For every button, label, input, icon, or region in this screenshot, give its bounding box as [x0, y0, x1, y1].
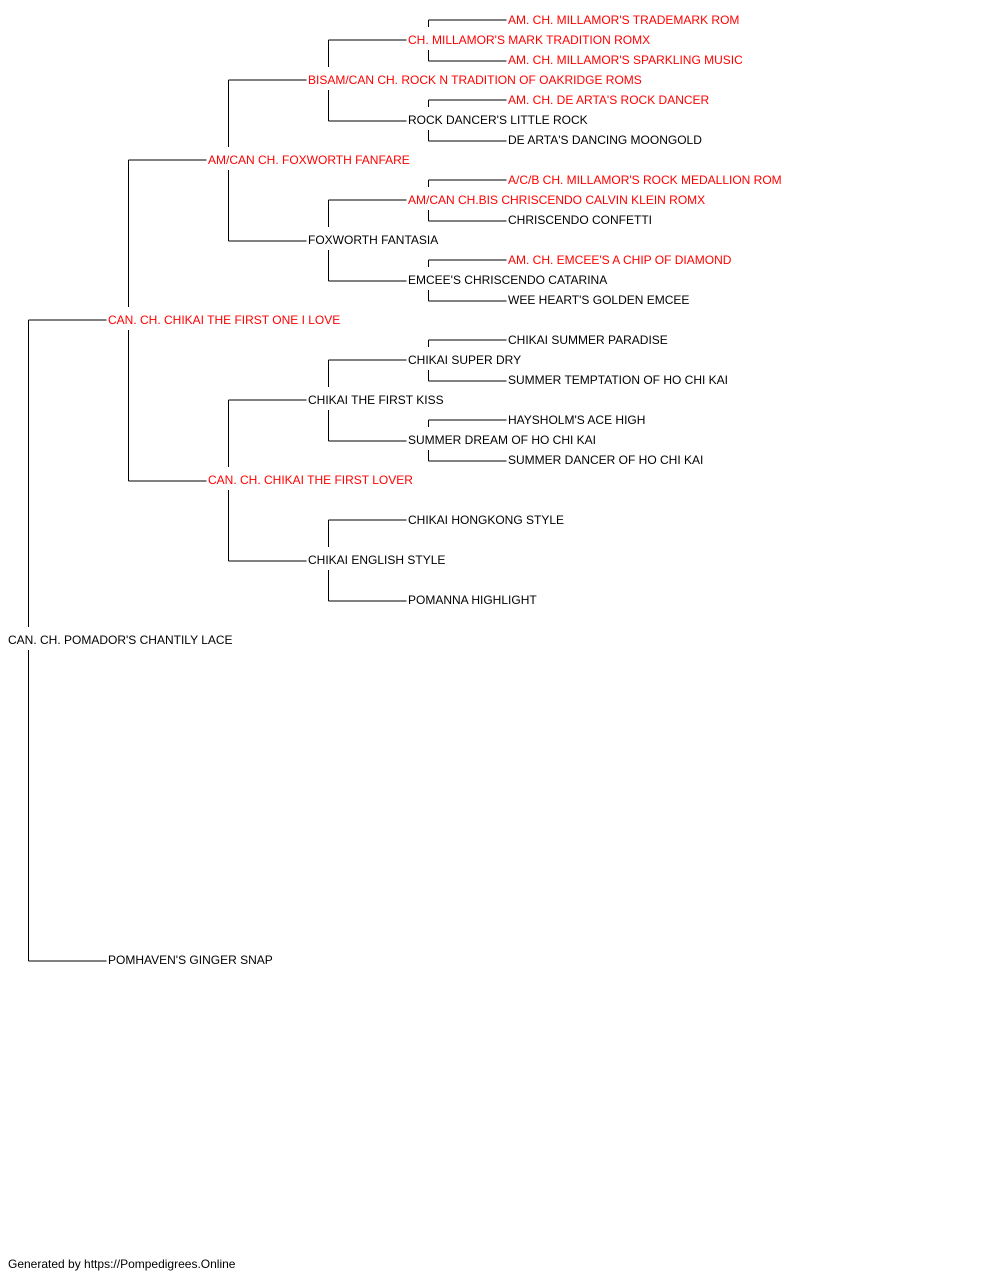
dog-name: AM/CAN CH.BIS CHRISCENDO CALVIN KLEIN RO… — [408, 193, 705, 207]
dog-name: AM. CH. EMCEE'S A CHIP OF DIAMOND — [508, 253, 732, 267]
dog-name: AM. CH. DE ARTA'S ROCK DANCER — [508, 93, 710, 107]
dog-name: CHIKAI THE FIRST KISS — [308, 393, 444, 407]
dog-name: CHIKAI ENGLISH STYLE — [308, 553, 445, 567]
dog-name: SUMMER DREAM OF HO CHI KAI — [408, 433, 596, 447]
dog-name: CHRISCENDO CONFETTI — [508, 213, 652, 227]
dog-name: CHIKAI HONGKONG STYLE — [408, 513, 564, 527]
dog-name: SUMMER DANCER OF HO CHI KAI — [508, 453, 703, 467]
pedigree-tree: CAN. CH. POMADOR'S CHANTILY LACE CAN. CH.… — [8, 13, 782, 967]
dog-name: CAN. CH. POMADOR'S CHANTILY LACE — [8, 633, 233, 647]
footer-credit: Generated by https://Pompedigrees.Online — [8, 1257, 236, 1271]
dog-name: POMANNA HIGHLIGHT — [408, 593, 537, 607]
dog-name: HAYSHOLM'S ACE HIGH — [508, 413, 645, 427]
dog-name: ROCK DANCER'S LITTLE ROCK — [408, 113, 588, 127]
dog-name: CHIKAI SUPER DRY — [408, 353, 521, 367]
dog-name: FOXWORTH FANTASIA — [308, 233, 438, 247]
dog-name: CHIKAI SUMMER PARADISE — [508, 333, 668, 347]
dog-name: DE ARTA'S DANCING MOONGOLD — [508, 133, 702, 147]
dog-name: AM/CAN CH. FOXWORTH FANFARE — [208, 153, 410, 167]
dog-name: AM. CH. MILLAMOR'S TRADEMARK ROM — [508, 13, 739, 27]
dog-name: CAN. CH. CHIKAI THE FIRST LOVER — [208, 473, 413, 487]
dog-name: WEE HEART'S GOLDEN EMCEE — [508, 293, 689, 307]
dog-name: BISAM/CAN CH. ROCK N TRADITION OF OAKRID… — [308, 73, 642, 87]
dog-name: AM. CH. MILLAMOR'S SPARKLING MUSIC — [508, 53, 743, 67]
dog-name: CAN. CH. CHIKAI THE FIRST ONE I LOVE — [108, 313, 340, 327]
dog-name: SUMMER TEMPTATION OF HO CHI KAI — [508, 373, 728, 387]
dog-name: EMCEE'S CHRISCENDO CATARINA — [408, 273, 607, 287]
dog-name: CH. MILLAMOR'S MARK TRADITION ROMX — [408, 33, 650, 47]
dog-name: A/C/B CH. MILLAMOR'S ROCK MEDALLION ROM — [508, 173, 782, 187]
dog-name: POMHAVEN'S GINGER SNAP — [108, 953, 273, 967]
